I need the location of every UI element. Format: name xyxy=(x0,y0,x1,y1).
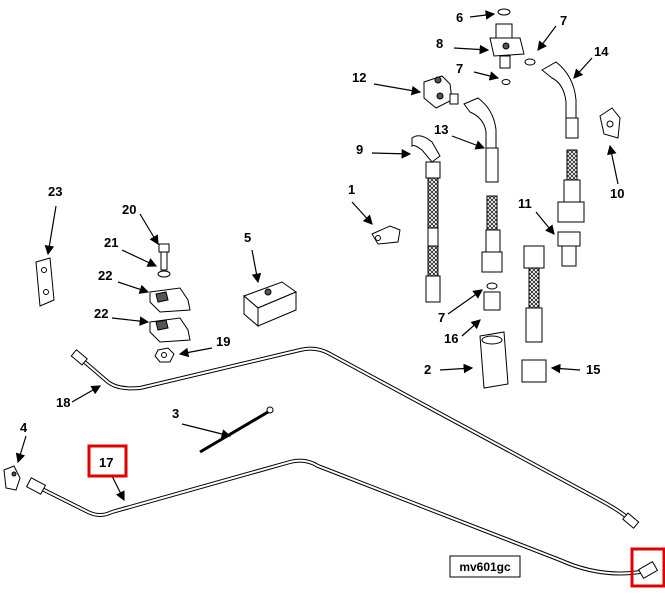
callout-17: 17 xyxy=(99,455,113,470)
callout-22a: 22 xyxy=(98,268,112,283)
part-14-hose xyxy=(541,61,585,223)
tube-18 xyxy=(70,346,640,529)
callout-20: 20 xyxy=(122,202,136,217)
part-4-elbow xyxy=(3,465,21,491)
part-3-cable-tie xyxy=(199,406,274,454)
callout-17-highlight: 17 xyxy=(87,444,128,478)
callout-5: 5 xyxy=(244,230,251,245)
callout-12: 12 xyxy=(352,70,366,85)
leader-lines xyxy=(15,10,619,502)
part-13-hose xyxy=(463,97,509,389)
callout-9: 9 xyxy=(356,142,363,157)
highlight-box-17 xyxy=(87,444,128,478)
part-23-bracket xyxy=(35,257,55,307)
diagram-code: mv601gc xyxy=(459,560,511,574)
callout-22b: 22 xyxy=(94,306,108,321)
callout-15: 15 xyxy=(586,362,600,377)
part-10-clip xyxy=(599,107,621,139)
callout-3: 3 xyxy=(172,406,179,421)
callout-7b: 7 xyxy=(456,61,463,76)
callout-21: 21 xyxy=(104,235,118,250)
part-5-block xyxy=(243,281,298,328)
callout-7a: 7 xyxy=(560,13,567,28)
diagram-code-box: mv601gc xyxy=(449,555,521,578)
callout-6: 6 xyxy=(456,10,463,25)
part-12-fitting xyxy=(423,75,459,109)
part-20-21-bolt xyxy=(157,243,171,278)
highlight-box-fitting xyxy=(630,547,665,588)
part-1-clip xyxy=(371,225,401,245)
callout-23: 23 xyxy=(48,184,62,199)
part-6-8-tee xyxy=(489,8,536,85)
callout-2: 2 xyxy=(424,362,431,377)
callout-16: 16 xyxy=(444,331,458,346)
tube-17 xyxy=(25,458,659,580)
part-11-fitting xyxy=(557,231,581,267)
callout-10: 10 xyxy=(610,186,624,201)
callout-8: 8 xyxy=(436,36,443,51)
part-19-nut xyxy=(154,347,175,363)
part-9-hose xyxy=(411,135,441,303)
callout-13: 13 xyxy=(434,122,448,137)
callout-14: 14 xyxy=(594,44,609,59)
callout-19: 19 xyxy=(216,334,230,349)
callout-4: 4 xyxy=(20,420,28,435)
callout-1: 1 xyxy=(348,182,355,197)
callout-18: 18 xyxy=(56,395,70,410)
callout-labels: 6 7 8 7 12 14 13 9 10 1 11 7 16 2 15 5 2… xyxy=(20,10,624,435)
callout-7c: 7 xyxy=(438,310,445,325)
callout-11: 11 xyxy=(518,196,532,211)
part-15-hose xyxy=(521,245,547,383)
part-22-clamps xyxy=(149,287,191,343)
